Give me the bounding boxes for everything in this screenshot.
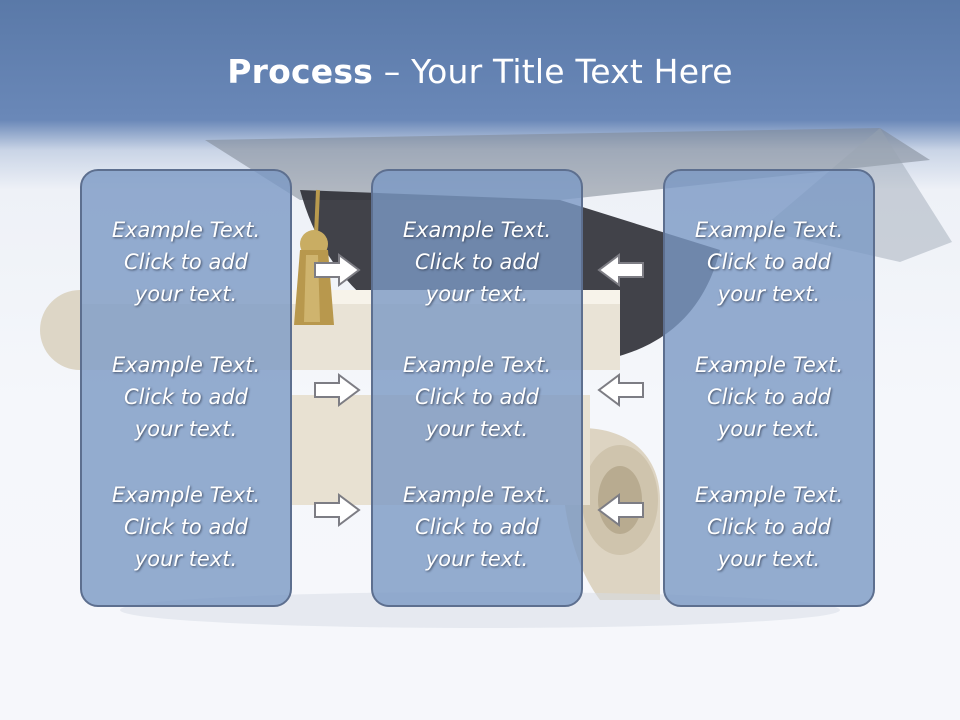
text-line: your text.	[425, 282, 529, 306]
text-line: Click to add	[123, 250, 248, 274]
title-rest: – Your Title Text Here	[373, 52, 733, 91]
text-line: your text.	[425, 547, 529, 571]
text-line: Example Text.	[111, 483, 261, 507]
left-arrow-icon	[597, 493, 644, 527]
text-line: Click to add	[706, 515, 831, 539]
title-bold: Process	[227, 52, 374, 91]
text-line: Example Text.	[111, 353, 261, 377]
process-box-right[interactable]: Example Text. Click to add your text. Exam…	[663, 169, 875, 607]
left-arrow-icon	[597, 253, 644, 287]
text-placeholder[interactable]: Example Text. Click to add your text.	[373, 479, 581, 575]
text-line: Click to add	[414, 515, 539, 539]
text-line: Example Text.	[402, 218, 552, 242]
process-box-left[interactable]: Example Text. Click to add your text. Exam…	[80, 169, 292, 607]
text-placeholder[interactable]: Example Text. Click to add your text.	[373, 214, 581, 310]
text-line: Click to add	[123, 515, 248, 539]
text-line: Click to add	[123, 385, 248, 409]
text-placeholder[interactable]: Example Text. Click to add your text.	[373, 349, 581, 445]
text-placeholder[interactable]: Example Text. Click to add your text.	[82, 349, 290, 445]
text-line: your text.	[134, 282, 238, 306]
text-line: your text.	[717, 282, 821, 306]
text-line: Example Text.	[694, 353, 844, 377]
text-line: Click to add	[706, 250, 831, 274]
text-line: Example Text.	[402, 483, 552, 507]
text-line: your text.	[425, 417, 529, 441]
text-placeholder[interactable]: Example Text. Click to add your text.	[665, 349, 873, 445]
slide-title[interactable]: Process – Your Title Text Here	[0, 52, 960, 91]
text-line: Example Text.	[402, 353, 552, 377]
right-arrow-icon	[314, 373, 361, 407]
left-arrow-icon	[597, 373, 644, 407]
text-placeholder[interactable]: Example Text. Click to add your text.	[82, 479, 290, 575]
text-placeholder[interactable]: Example Text. Click to add your text.	[82, 214, 290, 310]
right-arrow-icon	[314, 253, 361, 287]
text-line: Example Text.	[694, 483, 844, 507]
text-line: Click to add	[414, 385, 539, 409]
text-line: Example Text.	[694, 218, 844, 242]
text-line: Example Text.	[111, 218, 261, 242]
text-line: your text.	[717, 547, 821, 571]
right-arrow-icon	[314, 493, 361, 527]
text-line: Click to add	[414, 250, 539, 274]
text-line: your text.	[134, 547, 238, 571]
text-placeholder[interactable]: Example Text. Click to add your text.	[665, 214, 873, 310]
text-placeholder[interactable]: Example Text. Click to add your text.	[665, 479, 873, 575]
text-line: your text.	[717, 417, 821, 441]
text-line: your text.	[134, 417, 238, 441]
text-line: Click to add	[706, 385, 831, 409]
process-box-center[interactable]: Example Text. Click to add your text. Exam…	[371, 169, 583, 607]
